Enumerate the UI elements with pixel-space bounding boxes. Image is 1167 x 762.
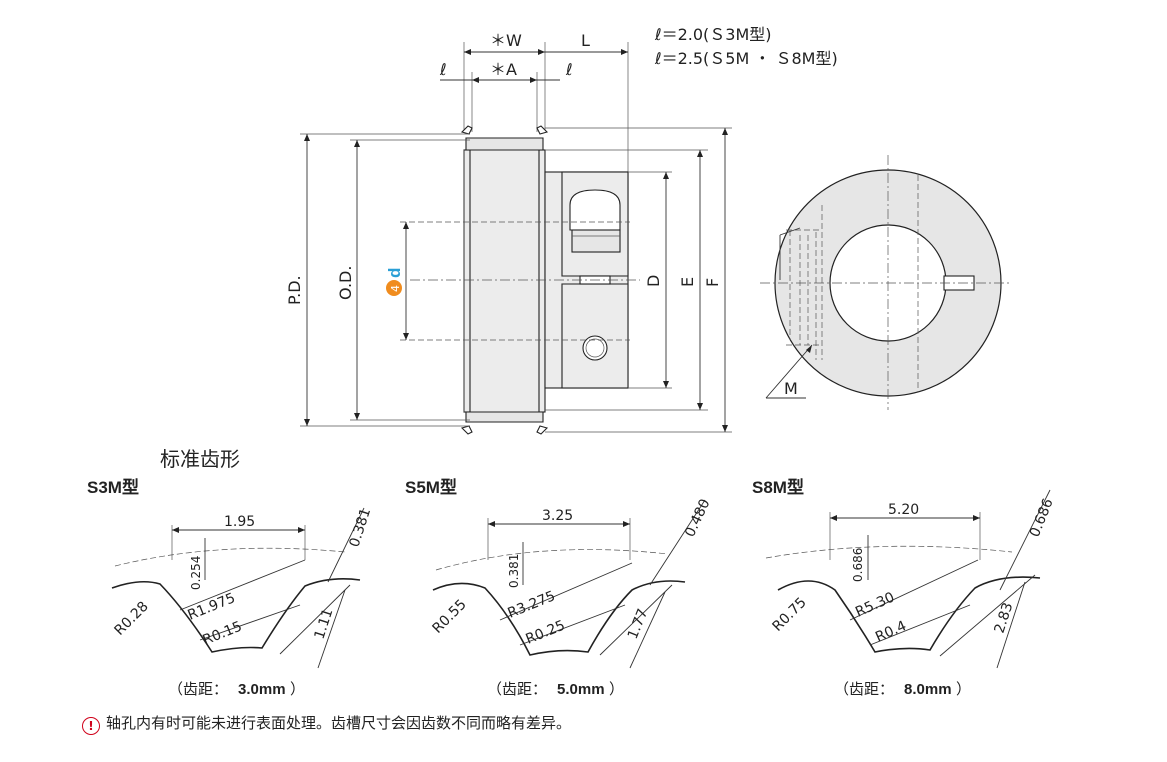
caption-prefix: （齿距：: [834, 680, 894, 698]
dim-d-label: D: [644, 275, 663, 287]
caption-value: 5.0mm: [557, 681, 605, 698]
dim-e-label: E: [678, 277, 697, 287]
dim-pd-label: P.D.: [285, 275, 304, 305]
dim-r-tip: R0.28: [112, 599, 152, 639]
footer-note: ! 轴孔内有时可能未进行表面处理。齿槽尺寸会因齿数不同而略有差异。: [82, 712, 571, 735]
dim-small: 0.381: [507, 554, 521, 588]
caption-suffix: ）: [609, 680, 624, 698]
pulley-end-view: M: [760, 155, 1010, 410]
dim-tooth-h: 0.480: [682, 497, 713, 540]
section-title: 标准齿形: [160, 447, 240, 471]
note-ell-s5m-s8m: ℓ＝2.5(Ｓ5M ・ Ｓ8M型): [654, 49, 838, 68]
profile-type-label: S3M型: [87, 477, 139, 497]
bore-d-label: d: [385, 268, 404, 278]
dim-ell-left: ℓ: [439, 60, 447, 79]
dim-depth: 1.11: [312, 607, 337, 642]
dim-od-label: O.D.: [336, 266, 355, 300]
dim-r-tip: R0.75: [770, 595, 810, 635]
warning-icon: !: [82, 717, 100, 735]
dim-depth: 1.77: [625, 607, 652, 642]
dim-a-label: ＊A: [490, 60, 517, 79]
bore-badge-num: 4: [389, 285, 402, 292]
dim-small: 0.254: [189, 556, 203, 590]
caption-prefix: （齿距：: [168, 680, 228, 698]
caption-suffix: ）: [956, 680, 971, 698]
profile-type-label: S5M型: [405, 477, 457, 497]
dim-r-tip: R0.55: [430, 597, 470, 637]
profile-s3m: S3M型 1.95 0.381 0.254 R1.975 R0.15 R0.28…: [87, 477, 374, 698]
footer-note-text: 轴孔内有时可能未进行表面处理。齿槽尺寸会因齿数不同而略有差异。: [106, 714, 572, 732]
dim-f-label: F: [703, 278, 722, 287]
dim-pitch-width: 3.25: [542, 508, 573, 524]
caption-suffix: ）: [290, 680, 305, 698]
dim-r-main: R3.275: [506, 588, 558, 621]
dim-r-root: R0.15: [201, 619, 245, 649]
dim-depth: 2.83: [992, 601, 1017, 636]
dim-pitch-width: 1.95: [224, 514, 255, 530]
pulley-side-view: ＊W L ＊A ℓ ℓ: [285, 31, 732, 435]
profile-s5m: S5M型 3.25 0.480 0.381 R3.275 R0.25 R0.55…: [405, 477, 714, 698]
dim-ell-right: ℓ: [565, 60, 573, 79]
caption-value: 3.0mm: [238, 681, 286, 698]
dim-tooth-h: 0.686: [1027, 496, 1057, 539]
dim-r-root: R0.25: [524, 618, 568, 648]
dim-r-root: R0.4: [873, 618, 909, 646]
dim-m-label: M: [784, 379, 798, 398]
bore-badge: [386, 280, 402, 296]
dim-l-label: L: [581, 31, 590, 50]
profile-s8m: S8M型 5.20 0.686 0.686 R5.30 R0.4 R0.75 2…: [752, 477, 1057, 698]
profile-type-label: S8M型: [752, 477, 804, 497]
note-ell-s3m: ℓ＝2.0(Ｓ3M型): [654, 25, 772, 44]
caption-value: 8.0mm: [904, 681, 952, 698]
dim-small: 0.686: [851, 548, 865, 582]
dim-w-label: ＊W: [490, 31, 522, 50]
caption-prefix: （齿距：: [487, 680, 547, 698]
dim-r-main: R5.30: [853, 589, 897, 620]
dim-tooth-h: 0.381: [347, 506, 375, 549]
dim-r-main: R1.975: [186, 590, 238, 623]
dim-pitch-width: 5.20: [888, 502, 919, 518]
